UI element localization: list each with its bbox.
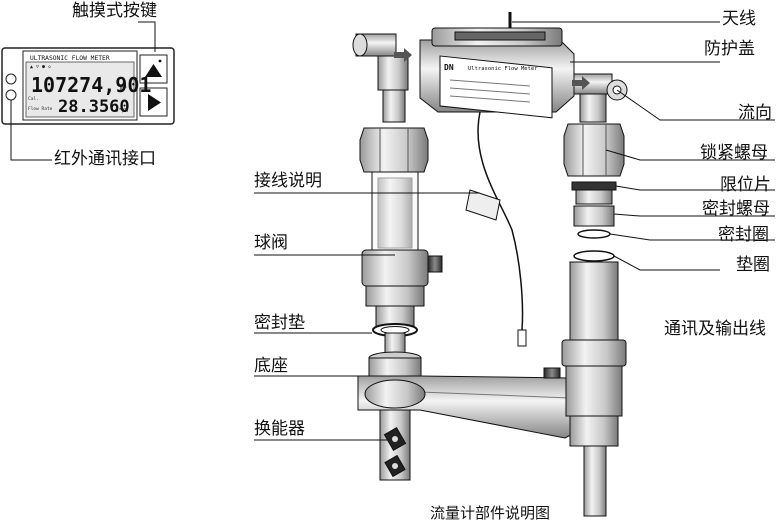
meter-flow-unit: m³/h: [115, 107, 128, 114]
ir-port-led-icon: [5, 89, 17, 101]
label-touch-keys: 触摸式按键: [72, 1, 157, 21]
label-cover: 防护盖: [704, 39, 755, 59]
label-seal-ring: 密封圈: [718, 225, 769, 245]
label-lock-nut: 锁紧螺母: [700, 143, 768, 163]
left-leaders: [254, 192, 480, 441]
label-ball-valve: 球阀: [254, 233, 288, 253]
right-leaders: [512, 21, 775, 271]
label-flow-dir: 流向: [738, 103, 772, 123]
meter-panel: ULTRASONIC FLOW METER ▲ ▽ ● ◇ 107274,901…: [1, 47, 175, 125]
label-base: 底座: [254, 356, 288, 376]
label-wiring: 接线说明: [254, 171, 322, 191]
ir-port-lens-icon: [5, 73, 17, 85]
label-seal-gasket: 密封垫: [254, 313, 305, 333]
meter-total-value: 107274,901: [31, 73, 151, 97]
key-right-button[interactable]: [139, 87, 168, 117]
label-limit-piece: 限位片: [720, 175, 771, 195]
nameplate-brand: Ultrasonic Flow Meter: [468, 66, 538, 72]
triangle-right-icon: [148, 94, 161, 111]
label-antenna: 天线: [722, 9, 756, 29]
left-assembly: [352, 33, 443, 481]
base-arm: [357, 375, 601, 439]
label-comm-cable: 通讯及输出线: [664, 319, 766, 339]
label-washer: 垫圈: [736, 255, 770, 275]
label-transducer: 换能器: [254, 419, 305, 439]
figure-caption: 流量计部件说明图: [429, 504, 550, 522]
meter-total-unit: m³: [120, 85, 127, 92]
meter-brand: ULTRASONIC FLOW METER: [30, 55, 110, 62]
meter-small-1: Cal.: [28, 96, 39, 102]
svg-text:▲ ▽ ● ◇: ▲ ▽ ● ◇: [30, 64, 51, 70]
triangle-up-icon: [145, 64, 162, 77]
meter-flow-value: 28.3560: [58, 97, 130, 117]
nameplate-dn: DN: [444, 63, 454, 72]
panel-leaders: [10, 21, 156, 161]
meter-housing: DN Ultrasonic Flow Meter: [394, 12, 590, 347]
label-seal-nut: 密封螺母: [702, 199, 770, 219]
label-ir-port: 红外通讯接口: [54, 149, 156, 169]
right-assembly: [543, 73, 628, 517]
meter-small-2: Flow Rate: [28, 106, 53, 112]
